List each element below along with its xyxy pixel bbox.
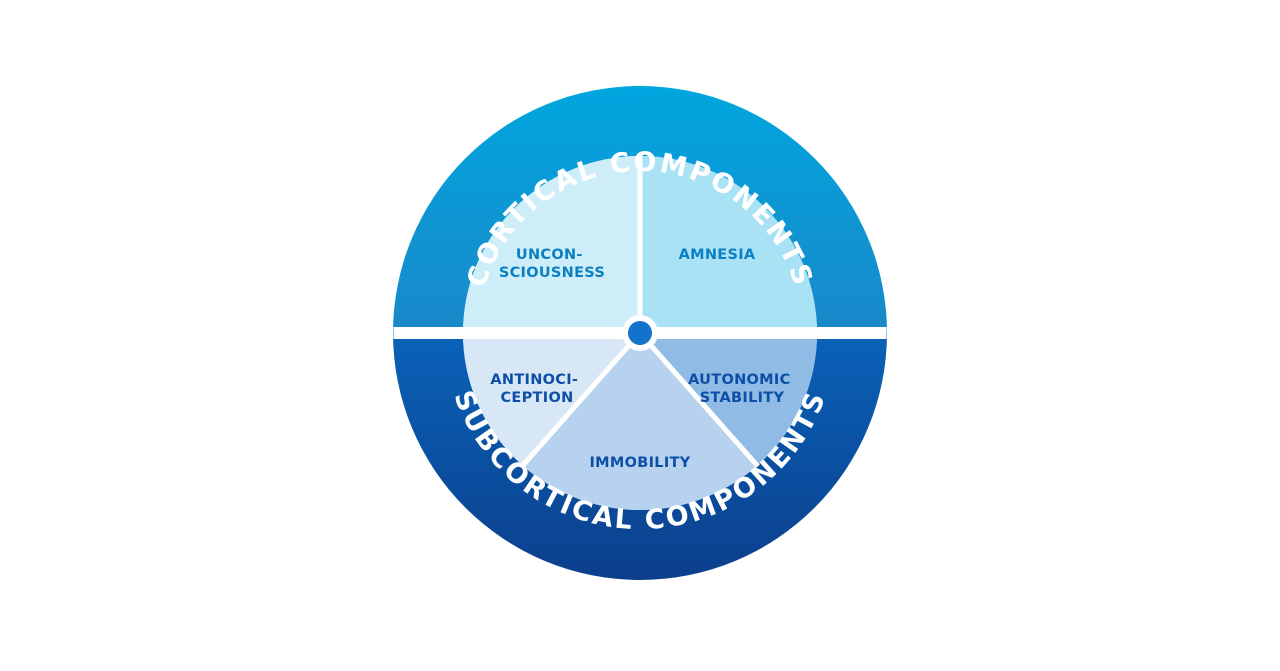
subcortical-ring [393,333,887,580]
segment-autonomic-stability [640,333,817,466]
immobility-label: IMMOBILITY [589,455,690,471]
hub-dot [628,321,652,345]
cortical-ring [393,86,887,333]
autonomic-stability-label: AUTONOMIC STABILITY [688,372,796,406]
amnesia-label: AMNESIA [679,247,756,263]
segment-antinociception [463,333,640,466]
antinociception-label: ANTINOCI- CEPTION [490,372,583,406]
lower-right-divider [638,331,760,468]
segment-immobility [522,333,758,511]
unconsciousness-label: UNCON- SCIOUSNESS [499,247,605,281]
segment-unconsciousness [463,156,640,333]
lower-left-divider [520,331,642,468]
segment-amnesia [640,156,817,333]
